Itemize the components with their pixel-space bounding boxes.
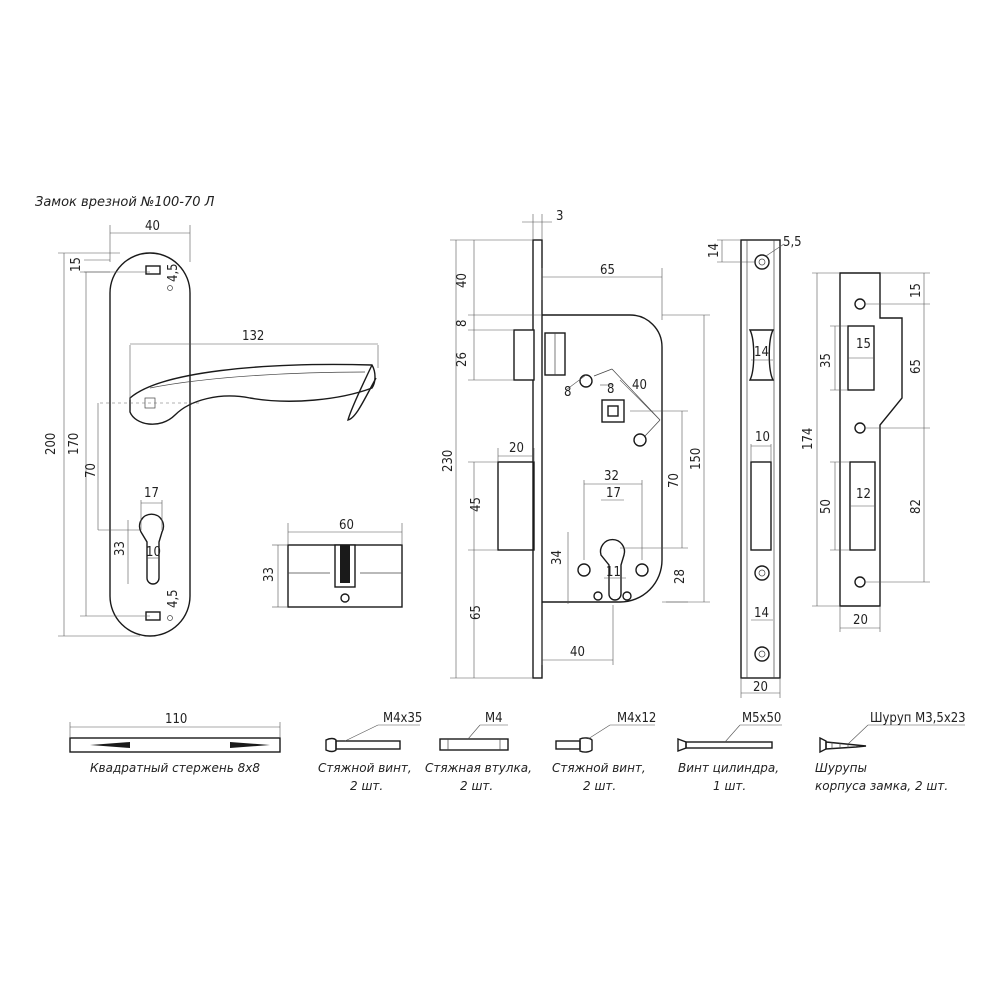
dim-handle-top45: 4,5 (166, 263, 181, 282)
dim-lock-26: 26 (455, 352, 470, 367)
dim-lock-40b: 40 (570, 645, 585, 660)
part-sleeve-m4: M4 Стяжная втулка, 2 шт. (425, 711, 532, 793)
part-wood-screw-spec: Шуруп М3,5x23 (870, 711, 966, 726)
dim-lock-17: 17 (606, 486, 621, 501)
part-sleeve-name-1: Стяжная втулка, (425, 761, 532, 775)
dim-lock-sq8a: 8 (564, 385, 571, 400)
part-screw-m5x50: M5x50 Винт цилиндра, 1 шт. (677, 711, 782, 793)
faceplate: 14 5,5 14 10 14 20 (707, 235, 802, 698)
part-spindle-name: Квадратный стержень 8x8 (90, 761, 260, 775)
dim-strike-15a: 15 (856, 337, 871, 352)
drawing-title: Замок врезной №100-70 Л (35, 195, 215, 210)
dim-lock-3: 3 (556, 209, 563, 224)
part-screw1-spec: M4x35 (383, 711, 422, 726)
part-spindle-spec: 110 (165, 712, 187, 727)
strike-plate: 174 35 15 15 65 50 12 82 20 (801, 272, 930, 632)
dim-lock-sq8b: 8 (607, 382, 614, 397)
dim-strike-35: 35 (819, 353, 834, 368)
dim-lock-8: 8 (455, 320, 470, 327)
part-square-spindle: 110 Квадратный стержень 8x8 (69, 712, 281, 775)
part-screw3-name-2: 1 шт. (713, 779, 746, 793)
part-wood-screw-name-1: Шурупы (815, 761, 867, 775)
dim-lock-11: 11 (606, 565, 621, 580)
dim-face-14b: 14 (754, 606, 769, 621)
part-screw3-name-1: Винт цилиндра, (678, 761, 779, 775)
part-wood-screw: Шуруп М3,5x23 Шурупы корпуса замка, 2 шт… (815, 711, 966, 793)
dim-lock-65: 65 (600, 263, 615, 278)
dim-lock-32: 32 (604, 469, 619, 484)
dim-strike-20: 20 (853, 613, 868, 628)
part-screw1-name-1: Стяжной винт, (318, 761, 412, 775)
part-screw3-spec: M5x50 (742, 711, 781, 726)
part-screw-m4x12: M4x12 Стяжной винт, 2 шт. (552, 711, 656, 793)
dim-face-14top: 14 (707, 243, 722, 258)
dim-lock-40top: 40 (455, 273, 470, 288)
handle-plate: 40 200 170 132 70 15 4,5 4,5 17 10 33 (44, 219, 379, 637)
dim-strike-50: 50 (819, 499, 834, 514)
dim-face-20: 20 (753, 680, 768, 695)
dim-cyl-10: 10 (146, 545, 161, 560)
dim-lock-65b: 65 (469, 605, 484, 620)
lock-body: 3 40 65 8 26 8 8 40 20 45 230 150 70 32 … (441, 209, 710, 679)
part-wood-screw-name-2: корпуса замка, 2 шт. (815, 779, 948, 793)
dim-lock-230: 230 (441, 450, 456, 472)
dim-face-55: 5,5 (783, 235, 802, 250)
dim-face-10: 10 (755, 430, 770, 445)
dim-cylinder-length: 60 (339, 518, 354, 533)
dim-lock-28: 28 (673, 569, 688, 584)
dim-strike-65: 65 (909, 359, 924, 374)
dim-lock-20: 20 (509, 441, 524, 456)
part-screw2-spec: M4x12 (617, 711, 656, 726)
dim-cylinder-height: 33 (262, 567, 277, 582)
dim-strike-12: 12 (856, 487, 871, 502)
cylinder: 60 33 (262, 518, 403, 608)
dim-strike-82: 82 (909, 499, 924, 514)
dim-lock-34: 34 (550, 550, 565, 565)
part-screw1-name-2: 2 шт. (350, 779, 383, 793)
dim-strike-15b: 15 (909, 283, 924, 298)
dim-lock-70: 70 (667, 473, 682, 488)
dim-lever-length: 132 (242, 329, 264, 344)
dim-cyl-33: 33 (113, 541, 128, 556)
dim-face-14a: 14 (754, 345, 769, 360)
dim-handle-bot45: 4,5 (166, 589, 181, 608)
dim-handle-70: 70 (84, 463, 99, 478)
dim-handle-width: 40 (145, 219, 160, 234)
dim-lock-45: 45 (469, 497, 484, 512)
dim-handle-height: 200 (44, 433, 59, 455)
dim-handle-top15: 15 (69, 257, 84, 272)
dim-handle-170: 170 (67, 433, 82, 455)
part-screw2-name-2: 2 шт. (583, 779, 616, 793)
dim-strike-174: 174 (801, 428, 816, 450)
part-screw2-name-1: Стяжной винт, (552, 761, 646, 775)
part-sleeve-name-2: 2 шт. (460, 779, 493, 793)
parts-row: 110 Квадратный стержень 8x8 M4x35 Стяжно… (69, 711, 966, 793)
part-sleeve-spec: M4 (485, 711, 503, 726)
dim-lock-sq40: 40 (632, 378, 647, 393)
dim-cyl-17: 17 (144, 486, 159, 501)
part-screw-m4x35: M4x35 Стяжной винт, 2 шт. (318, 711, 422, 793)
dim-lock-150: 150 (689, 448, 704, 470)
